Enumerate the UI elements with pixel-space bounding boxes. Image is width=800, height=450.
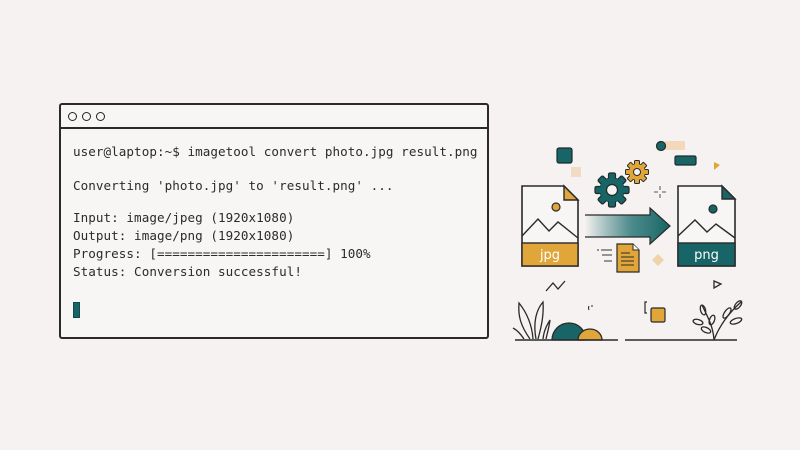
terminal-window: user@laptop:~$ imagetool convert photo.j… <box>59 103 489 339</box>
bushes-icon <box>551 322 603 341</box>
gear-icon <box>594 172 630 208</box>
progress-bar: Progress: [======================] 100% <box>73 246 371 261</box>
plant-icon <box>512 300 551 340</box>
arrow-right-icon <box>585 206 671 246</box>
png-file-icon: png <box>677 184 737 267</box>
frame-square-icon <box>644 301 666 323</box>
terminal-titlebar <box>61 105 487 129</box>
document-icon <box>597 243 640 273</box>
input-info: Input: image/jpeg (1920x1080) <box>73 210 295 225</box>
command-text: imagetool convert photo.jpg result.png <box>187 144 478 159</box>
gear-icon <box>625 160 649 184</box>
maximize-button[interactable] <box>96 111 105 121</box>
converting-message: Converting 'photo.jpg' to 'result.png' .… <box>73 178 394 193</box>
diamond-icon <box>652 254 664 266</box>
jpg-file-icon: jpg <box>521 184 580 267</box>
terminal-output: user@laptop:~$ imagetool convert photo.j… <box>73 143 479 281</box>
zigzag-icon <box>545 280 566 292</box>
jpg-label: jpg <box>539 248 560 263</box>
sparkle-icon <box>654 186 666 198</box>
leaf-icon <box>692 300 743 341</box>
minimize-button[interactable] <box>82 111 91 121</box>
close-button[interactable] <box>68 111 77 121</box>
shell-prompt: user@laptop:~$ <box>73 144 188 159</box>
command-line: user@laptop:~$ imagetool convert photo.j… <box>73 143 479 161</box>
status-message: Status: Conversion successful! <box>73 264 302 279</box>
teal-bar-icon <box>674 155 697 166</box>
png-label: png <box>694 248 719 263</box>
gold-triangle-icon <box>714 162 720 170</box>
teal-square-icon <box>556 147 581 177</box>
output-info: Output: image/png (1920x1080) <box>73 228 295 243</box>
conversion-illustration: jpg png <box>512 140 743 341</box>
play-triangle-icon <box>713 280 723 290</box>
teal-dot-icon <box>655 140 685 152</box>
terminal-cursor[interactable] <box>73 302 80 318</box>
